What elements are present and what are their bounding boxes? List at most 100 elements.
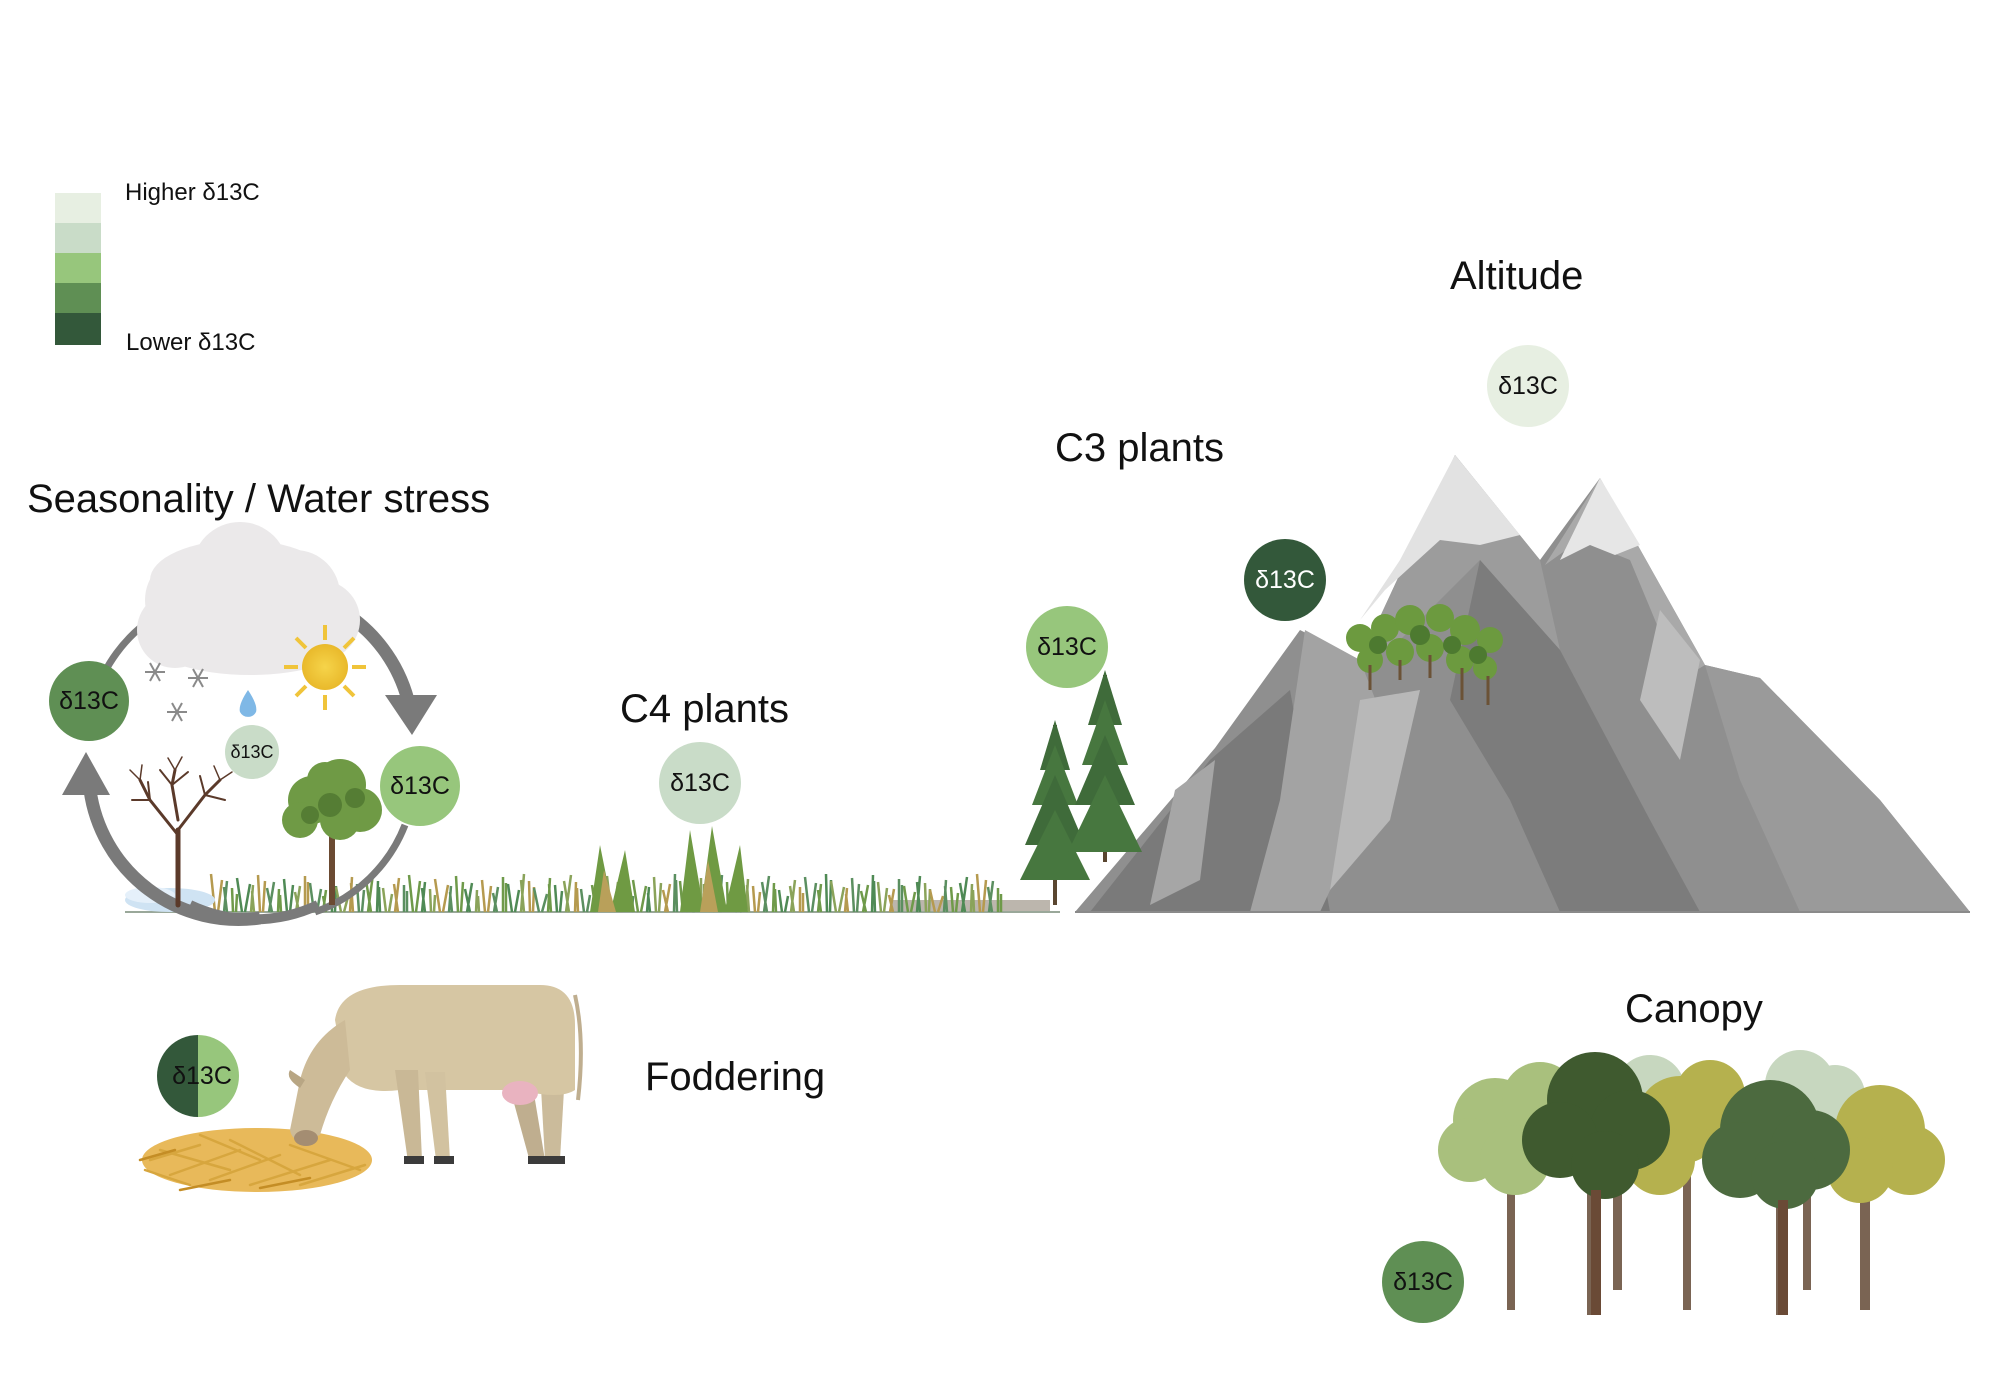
legend-swatch-1 [55, 193, 101, 223]
grass-blade [276, 888, 283, 913]
grass-blade [256, 874, 267, 913]
badge-c3: δ13C [1026, 606, 1108, 688]
canopy-trees-icon [1438, 1050, 1945, 1315]
grass-blade [447, 885, 454, 913]
badge-seasonality-wet: δ13C [380, 746, 460, 826]
grass-blade [491, 886, 500, 913]
grass-blade [527, 880, 536, 913]
grass-blade [573, 881, 580, 913]
grass-blade [480, 879, 493, 913]
grass-blade [843, 887, 850, 913]
legend-swatch-3 [55, 253, 101, 283]
hay-icon [138, 1128, 372, 1192]
svg-text:δ13C: δ13C [1498, 372, 1558, 400]
badge-canopy: δ13C [1382, 1241, 1464, 1323]
grass-blade [553, 884, 564, 913]
grass-blade [958, 876, 969, 913]
svg-text:δ13C: δ13C [172, 1062, 232, 1090]
grass-blade [652, 876, 663, 913]
svg-text:δ13C: δ13C [1255, 566, 1315, 594]
grass-blade [751, 885, 762, 913]
badge-seasonality-snow: δ13C [225, 725, 279, 779]
grass-blade [897, 879, 904, 912]
mountain-forest-icon [1346, 604, 1503, 705]
badge-c4: δ13C [659, 742, 741, 824]
grass-blade [282, 878, 295, 913]
grass-blade [969, 883, 976, 913]
grass-blade [777, 889, 790, 913]
grass-blade [420, 881, 427, 913]
grass-blade [249, 884, 256, 913]
legend: Higher δ13C Lower δ13C [55, 179, 260, 356]
grass-blade [474, 889, 481, 913]
grass-blade [209, 873, 224, 913]
grass-blade [402, 885, 409, 912]
grass-blade [222, 880, 229, 913]
grass-blade [829, 880, 846, 913]
grass-blade [519, 873, 526, 913]
grass-blade [996, 888, 1003, 912]
svg-text:δ13C: δ13C [59, 687, 119, 715]
grass-blade [928, 889, 945, 913]
svg-text:δ13C: δ13C [670, 769, 730, 797]
grass-blade [454, 875, 465, 913]
grass-blade [672, 873, 679, 913]
svg-text:δ13C: δ13C [390, 772, 450, 800]
grass-blade [816, 883, 823, 913]
grass-blade [760, 875, 771, 913]
grass-blade [501, 877, 508, 912]
grass-blade [375, 880, 382, 913]
grass-blade [887, 888, 896, 913]
legend-higher-label: Higher δ13C [125, 179, 260, 206]
mountain-icon [1075, 455, 1970, 913]
grass-blade [942, 879, 949, 913]
grass-blade [876, 881, 889, 913]
grass-blade [986, 880, 995, 913]
grass-blade [392, 877, 401, 913]
grass-blade [381, 887, 394, 913]
svg-text:δ13C: δ13C [1037, 633, 1097, 661]
c3-plants-label: C3 plants [1055, 426, 1224, 470]
bare-tree-icon [129, 756, 233, 908]
grass-blade [870, 874, 877, 913]
grass-blade [803, 876, 818, 913]
canopy-label: Canopy [1625, 987, 1763, 1031]
altitude-label: Altitude [1450, 254, 1583, 298]
grass-blade [859, 884, 870, 913]
cow-icon [288, 985, 583, 1164]
grass-blade [265, 881, 276, 913]
grass-blade [788, 879, 797, 913]
grass-blade [230, 887, 239, 913]
snowflake-icon [145, 662, 208, 722]
legend-swatch-2 [55, 223, 101, 253]
grass-blade [645, 886, 652, 913]
grass-blade [428, 888, 437, 913]
grass-blade [463, 882, 474, 913]
grass-blade [824, 873, 833, 913]
grass-blade [949, 886, 960, 913]
foddering-label: Foddering [645, 1055, 825, 1099]
grass-blade [915, 875, 922, 913]
grass-blade [235, 877, 252, 913]
grass-blade [407, 874, 422, 913]
grass-blade [579, 888, 592, 913]
leafy-tree-icon [282, 759, 382, 905]
c4-plants-label: C4 plants [620, 687, 789, 731]
svg-text:δ13C: δ13C [1393, 1268, 1453, 1296]
grass-blade [850, 877, 861, 913]
grass-blade [532, 887, 549, 913]
grass-icon [125, 826, 1060, 913]
conifer-icon [1020, 670, 1142, 905]
grass-blade [562, 874, 573, 913]
grass-blade [771, 882, 778, 913]
grass-blade [631, 879, 648, 913]
sun-icon [284, 625, 366, 710]
badge-altitude: δ13C [1487, 345, 1569, 427]
grass-blade [661, 883, 672, 913]
grass-blade [975, 873, 988, 913]
svg-text:δ13C: δ13C [230, 742, 273, 762]
water-drop-icon [239, 690, 257, 717]
badge-mountain-forest: δ13C [1244, 539, 1326, 621]
legend-swatch-4 [55, 283, 101, 313]
